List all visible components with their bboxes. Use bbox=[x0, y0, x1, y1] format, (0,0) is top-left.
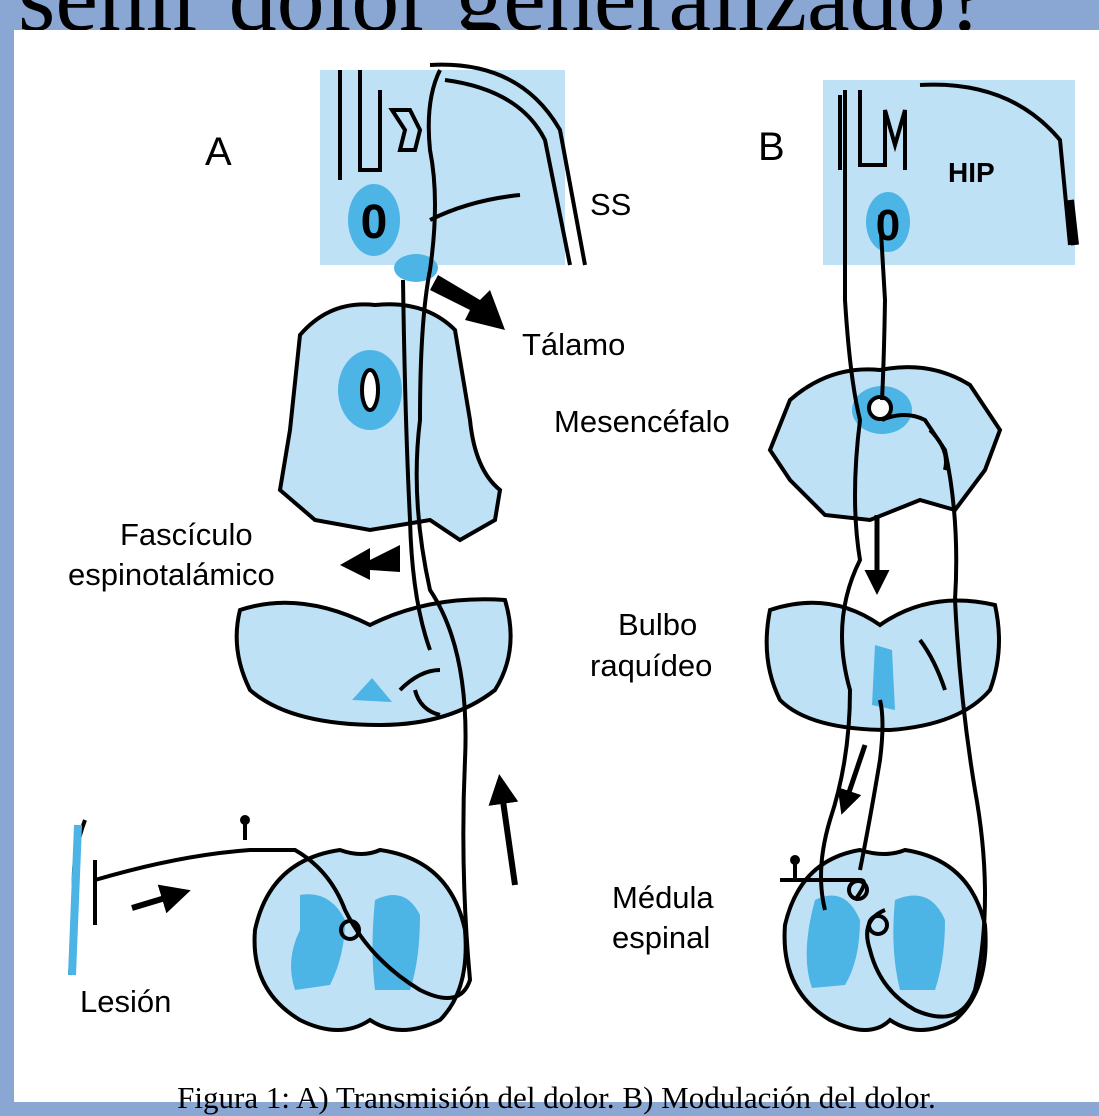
panel-b-letter: B bbox=[758, 125, 785, 169]
panel-a-letter: A bbox=[205, 130, 232, 174]
mesencephalon-b bbox=[770, 367, 1000, 520]
label-mesencefalo: Mesencéfalo bbox=[554, 404, 730, 439]
spinothalamic-arrow bbox=[340, 545, 400, 580]
label-bulbo-line2: raquídeo bbox=[590, 648, 712, 683]
label-medula-line1: Médula bbox=[612, 880, 714, 915]
thalamus-a bbox=[280, 304, 500, 540]
label-fasciculo-line1: Fascículo bbox=[120, 517, 253, 552]
panel-b: 0 bbox=[554, 80, 1075, 1030]
label-fasciculo-line2: espinotalámico bbox=[68, 557, 275, 592]
label-hip: HIP bbox=[948, 157, 995, 188]
label-lesion: Lesión bbox=[80, 984, 171, 1019]
spinal-cord-b bbox=[785, 850, 986, 1030]
medulla-a bbox=[237, 599, 511, 725]
label-medula-line2: espinal bbox=[612, 920, 710, 955]
label-bulbo-line1: Bulbo bbox=[618, 607, 697, 642]
panel-a: 0 bbox=[68, 65, 631, 1030]
label-ss: SS bbox=[590, 187, 631, 222]
figure-caption: Figura 1: A) Transmisión del dolor. B) M… bbox=[14, 1080, 1099, 1116]
figure-panel: 0 bbox=[14, 30, 1099, 1102]
cortex-a: 0 bbox=[320, 65, 585, 282]
svg-text:0: 0 bbox=[361, 196, 388, 249]
pain-pathway-diagram: 0 bbox=[14, 30, 1099, 1102]
label-talamo: Tálamo bbox=[522, 327, 625, 362]
spinal-cord-a bbox=[255, 850, 466, 1030]
